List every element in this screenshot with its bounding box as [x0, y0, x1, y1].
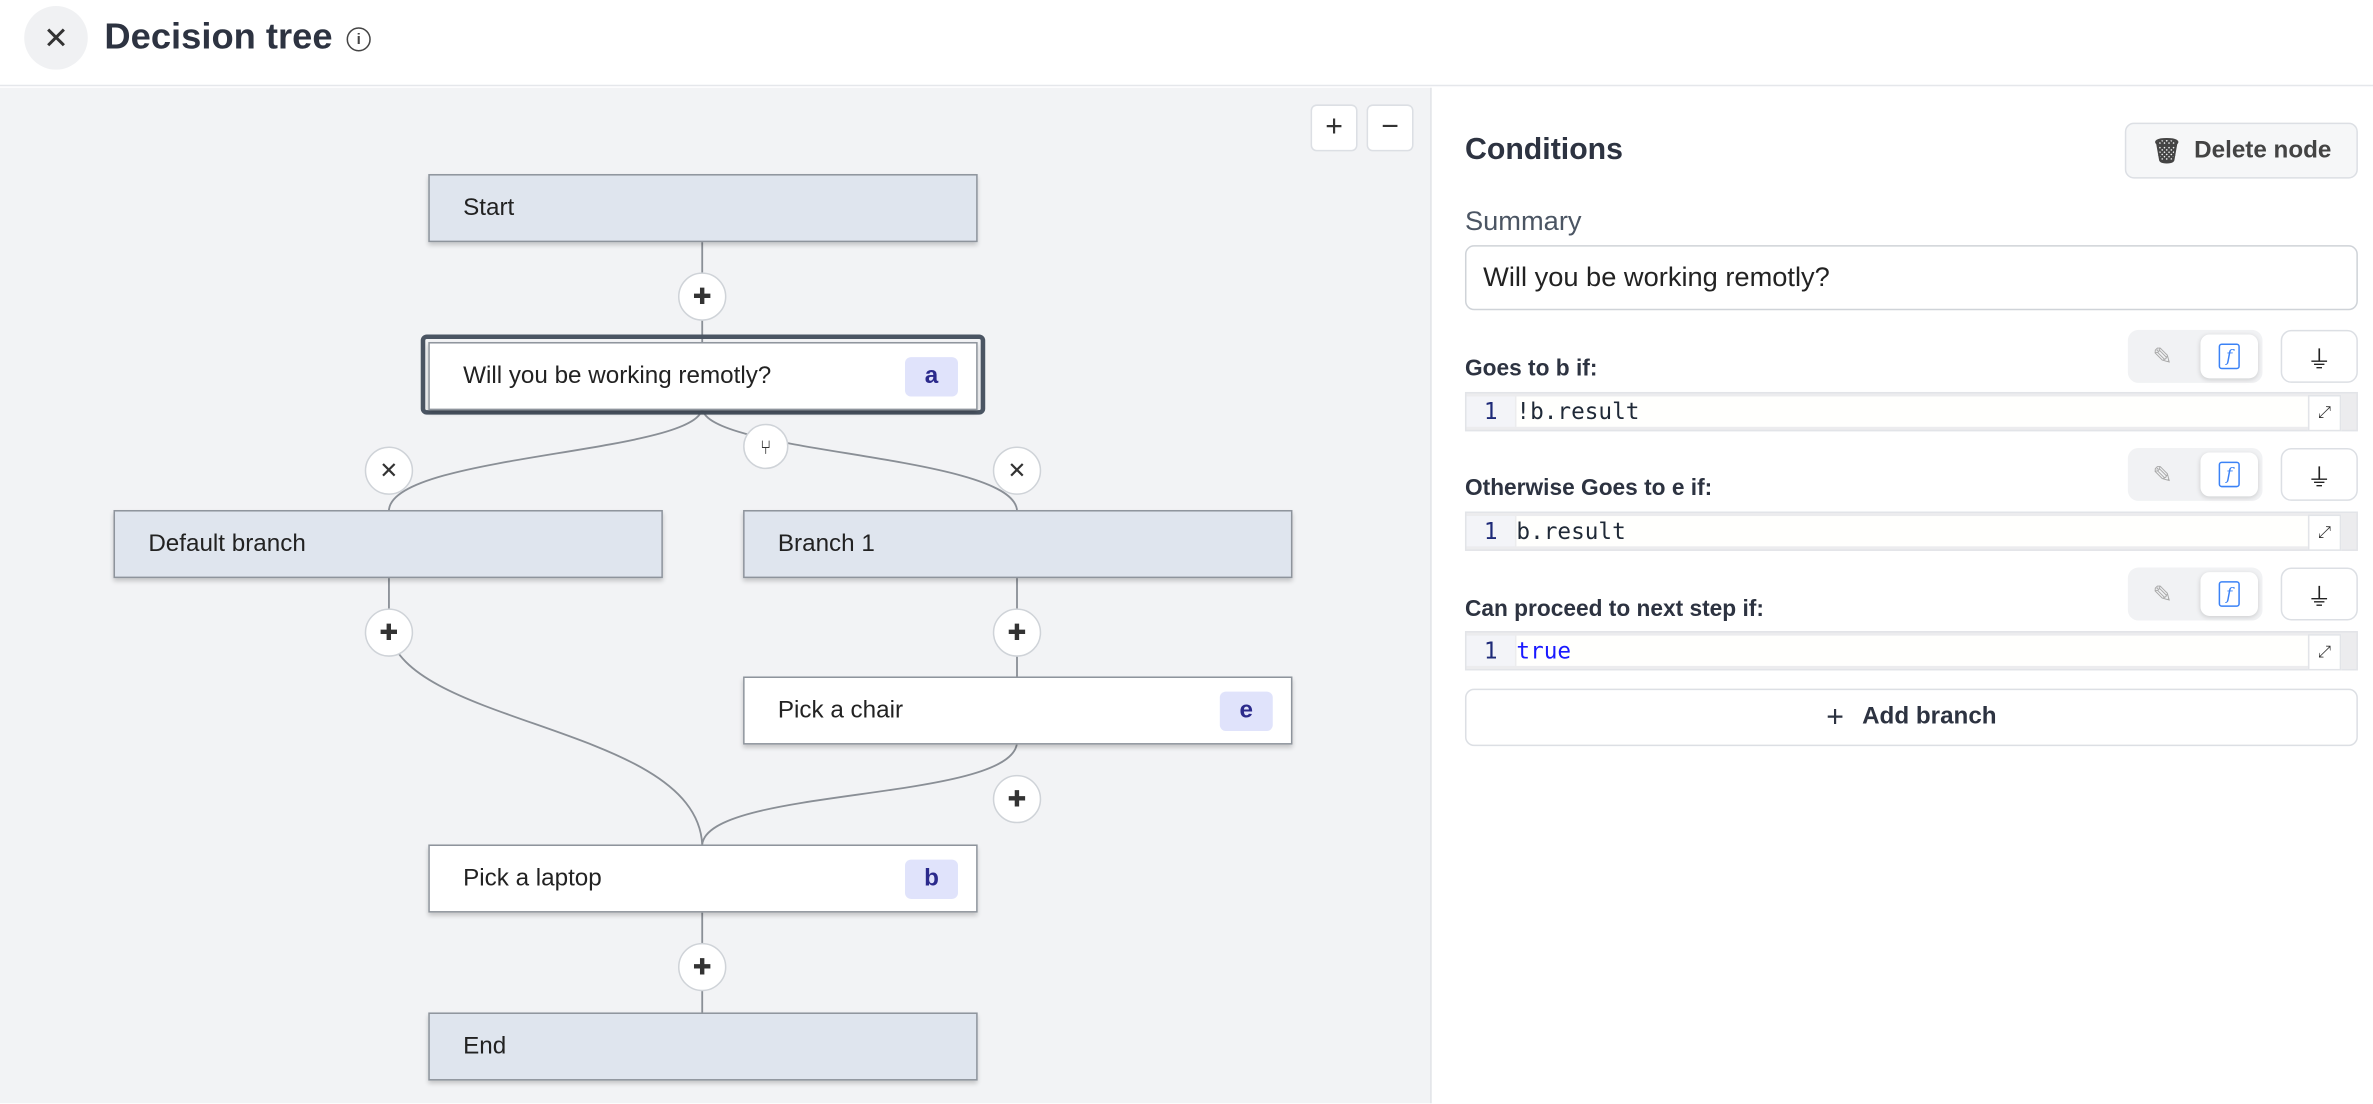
flow-canvas[interactable]: + − — [0, 87, 1432, 1104]
header: ✕ Decision tree i — [0, 0, 2373, 87]
code-editor[interactable]: 1!b.result⤢ — [1464, 391, 2358, 432]
line-number: 1 — [1466, 396, 1515, 427]
code-text[interactable]: true — [1516, 635, 2308, 666]
node-pick-laptop[interactable]: Pick a laptop b — [428, 844, 978, 913]
zoom-in-button[interactable]: + — [1310, 104, 1358, 152]
node-label: Start — [463, 194, 515, 221]
add-step-button[interactable]: ✚ — [992, 608, 1042, 657]
line-number: 1 — [1466, 635, 1515, 666]
git-branch-icon: ⑂ — [759, 435, 772, 458]
condition-label: Goes to b if: — [1464, 355, 1598, 382]
plug-button[interactable]: ⏚ — [2280, 567, 2358, 621]
function-icon: f — [2218, 461, 2240, 488]
function-icon: f — [2218, 343, 2240, 370]
add-branch-label: Add branch — [1862, 703, 1997, 730]
edge-chair-laptop — [701, 742, 1018, 845]
pencil-icon[interactable]: ✎ — [2152, 344, 2173, 371]
node-label: Branch 1 — [777, 530, 875, 557]
add-branch-button[interactable]: + Add branch — [1464, 688, 2358, 747]
mode-toggle: ✎f — [2127, 329, 2263, 383]
add-step-button[interactable]: ✚ — [678, 942, 727, 992]
delete-node-button[interactable]: 🗑 Delete node — [2124, 122, 2358, 179]
node-branch-1[interactable]: Branch 1 — [743, 510, 1293, 579]
summary-label: Summary — [1464, 205, 1582, 237]
trash-icon: 🗑 — [2151, 138, 2183, 165]
page-title: Decision tree — [104, 16, 333, 58]
node-label: Default branch — [148, 530, 306, 557]
add-step-button[interactable]: ✚ — [678, 272, 727, 321]
plug-icon: ⏚ — [2307, 347, 2332, 374]
expand-icon[interactable]: ⤢ — [2307, 394, 2342, 432]
plus-icon: ✚ — [692, 954, 712, 981]
remove-branch-button[interactable]: ✕ — [992, 446, 1042, 495]
node-badge: b — [905, 859, 958, 899]
x-icon: ✕ — [43, 21, 69, 56]
function-mode-button[interactable]: f — [2200, 452, 2258, 497]
function-icon: f — [2218, 581, 2240, 607]
mode-toggle: ✎f — [2127, 447, 2263, 501]
condition-label: Can proceed to next step if: — [1464, 596, 1764, 623]
selection-outline — [420, 334, 986, 415]
remove-branch-button[interactable]: ✕ — [364, 446, 414, 495]
edge-question-default — [388, 408, 704, 511]
code-text[interactable]: b.result — [1516, 516, 2308, 547]
plug-icon: ⏚ — [2307, 584, 2332, 611]
x-icon: ✕ — [1007, 458, 1027, 485]
node-default-branch[interactable]: Default branch — [113, 510, 663, 579]
node-label: End — [463, 1032, 507, 1059]
plus-icon: ✚ — [692, 284, 712, 311]
plug-icon: ⏚ — [2307, 465, 2332, 492]
zoom-out-button[interactable]: − — [1366, 104, 1414, 152]
pencil-icon[interactable]: ✎ — [2152, 581, 2173, 608]
node-start[interactable]: Start — [428, 174, 978, 243]
summary-input[interactable]: Will you be working remotly? — [1464, 245, 2358, 311]
info-icon[interactable]: i — [346, 27, 371, 52]
node-question[interactable]: Will you be working remotly? a — [428, 342, 978, 411]
node-badge: a — [905, 357, 958, 397]
expand-icon[interactable]: ⤢ — [2307, 514, 2342, 551]
x-icon: ✕ — [379, 458, 399, 485]
function-mode-button[interactable]: f — [2200, 572, 2258, 616]
function-mode-button[interactable]: f — [2200, 334, 2258, 379]
pencil-icon[interactable]: ✎ — [2152, 462, 2173, 489]
plus-icon: ✚ — [1007, 620, 1027, 647]
condition-label: Otherwise Goes to e if: — [1464, 475, 1713, 501]
add-branch-node-button[interactable]: ⑂ — [743, 423, 789, 470]
plus-icon: ✚ — [379, 620, 399, 647]
plus-icon: ✚ — [1007, 786, 1027, 813]
delete-label: Delete node — [2194, 136, 2332, 163]
add-step-button[interactable]: ✚ — [364, 608, 414, 657]
node-end[interactable]: End — [428, 1012, 978, 1081]
plus-icon: + — [1826, 699, 1844, 734]
plug-button[interactable]: ⏚ — [2280, 329, 2358, 383]
node-badge: e — [1219, 691, 1273, 731]
edge-question-branch1 — [701, 408, 1018, 511]
code-text[interactable]: !b.result — [1516, 396, 2308, 427]
node-label: Will you be working remotly? — [463, 362, 772, 389]
node-label: Pick a laptop — [463, 864, 602, 891]
mode-toggle: ✎f — [2127, 567, 2263, 621]
plug-button[interactable]: ⏚ — [2280, 447, 2358, 501]
line-number: 1 — [1466, 516, 1515, 547]
node-pick-chair[interactable]: Pick a chair e — [743, 676, 1293, 745]
add-step-button[interactable]: ✚ — [992, 774, 1042, 824]
close-button[interactable]: ✕ — [24, 6, 88, 70]
edge-default-laptop — [388, 576, 704, 845]
node-label: Pick a chair — [777, 696, 904, 723]
expand-icon[interactable]: ⤢ — [2307, 634, 2342, 671]
panel-title: Conditions — [1464, 133, 1624, 167]
